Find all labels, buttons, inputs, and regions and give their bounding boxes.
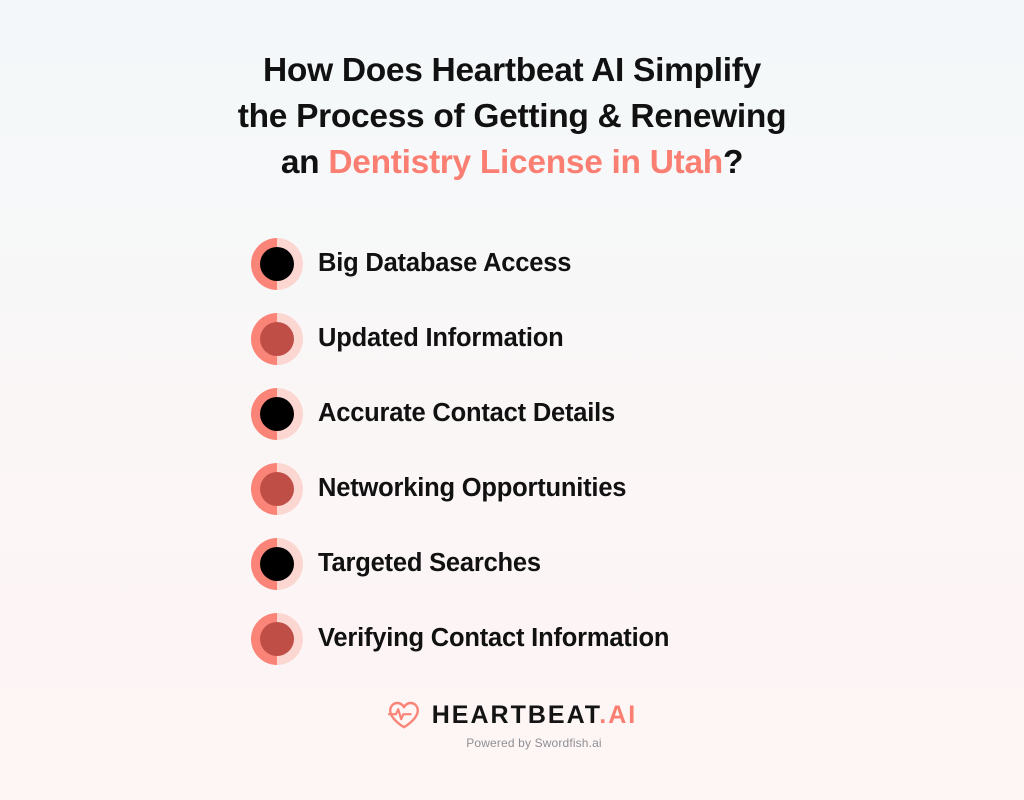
title-highlight: Dentistry License in Utah	[328, 144, 723, 181]
bullet-marker-icon	[251, 537, 303, 590]
list-item-label: Verifying Contact Information	[318, 624, 670, 652]
title-line-3-suffix: ?	[722, 144, 744, 181]
list-item: Verifying Contact Information	[251, 601, 991, 676]
title-line-2: the Process of Getting & Renewing	[237, 98, 787, 135]
list-item-label: Updated Information	[318, 324, 564, 352]
benefits-list: Big Database Access Updated Information …	[251, 226, 991, 676]
list-item: Networking Opportunities	[251, 451, 991, 526]
title-line-3: an Dentistry License in Utah?	[0, 140, 1024, 186]
list-item: Accurate Contact Details	[251, 376, 991, 451]
list-item: Big Database Access	[251, 226, 991, 301]
bullet-core	[260, 246, 294, 281]
list-item-label: Big Database Access	[318, 249, 572, 277]
list-item: Updated Information	[251, 301, 991, 376]
logo-lockup: HEARTBEAT.AI	[387, 700, 638, 730]
bullet-core	[260, 396, 294, 431]
title-line-3-prefix: an	[280, 144, 329, 181]
brand-wordmark: HEARTBEAT.AI	[431, 700, 638, 729]
bullet-marker-icon	[251, 612, 303, 665]
bullet-marker-icon	[251, 237, 303, 290]
footer-branding: HEARTBEAT.AI Powered by Swordfish.ai	[0, 700, 1024, 750]
bullet-marker-icon	[251, 387, 303, 440]
bullet-core	[260, 621, 294, 656]
bullet-marker-icon	[251, 462, 303, 515]
page-title: How Does Heartbeat AI Simplify the Proce…	[0, 48, 1024, 186]
heartbeat-pulse-icon	[387, 701, 419, 729]
bullet-core	[260, 471, 294, 506]
title-line-1: How Does Heartbeat AI Simplify	[263, 52, 761, 89]
list-item: Targeted Searches	[251, 526, 991, 601]
list-item-label: Networking Opportunities	[318, 474, 627, 502]
list-item-label: Accurate Contact Details	[318, 399, 616, 427]
bullet-core	[260, 546, 294, 581]
brand-name: HEARTBEAT	[431, 700, 600, 729]
list-item-label: Targeted Searches	[318, 549, 541, 577]
brand-tagline: Powered by Swordfish.ai	[466, 736, 602, 750]
bullet-marker-icon	[251, 312, 303, 365]
brand-suffix: .AI	[599, 700, 638, 729]
bullet-core	[260, 321, 294, 356]
